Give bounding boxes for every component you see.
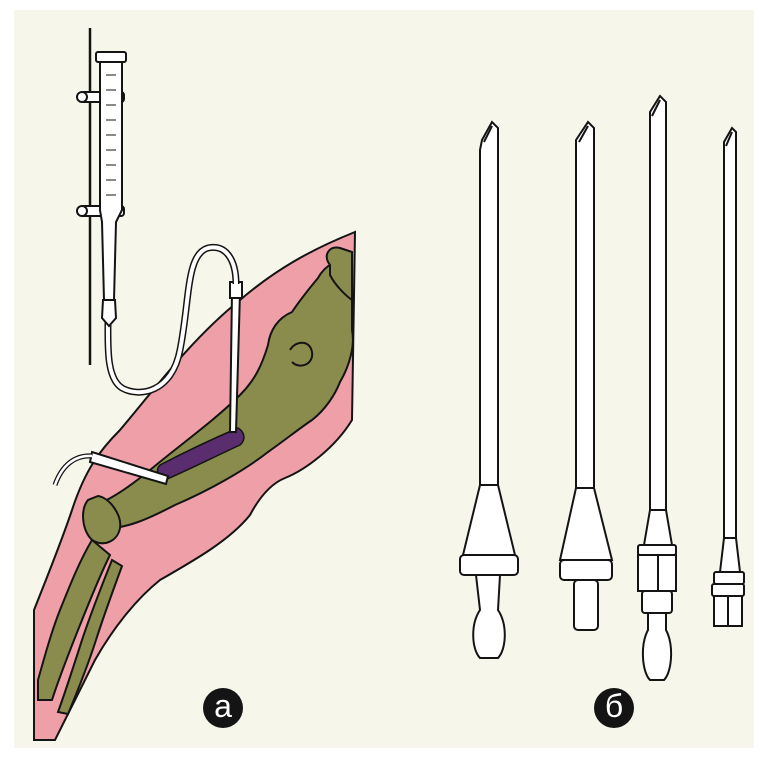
infusion-needle-hub xyxy=(230,282,242,298)
panel-a-illustration xyxy=(34,28,355,740)
burette-top xyxy=(96,52,126,62)
needle-4 xyxy=(712,128,744,626)
needle-3 xyxy=(638,96,676,680)
drip-chamber xyxy=(102,300,116,326)
needle-2 xyxy=(560,122,612,630)
panel-b-illustration xyxy=(460,96,744,680)
panel-a-label: а xyxy=(203,688,243,728)
needle-1 xyxy=(460,122,518,658)
panel-b-label: б xyxy=(594,688,634,728)
